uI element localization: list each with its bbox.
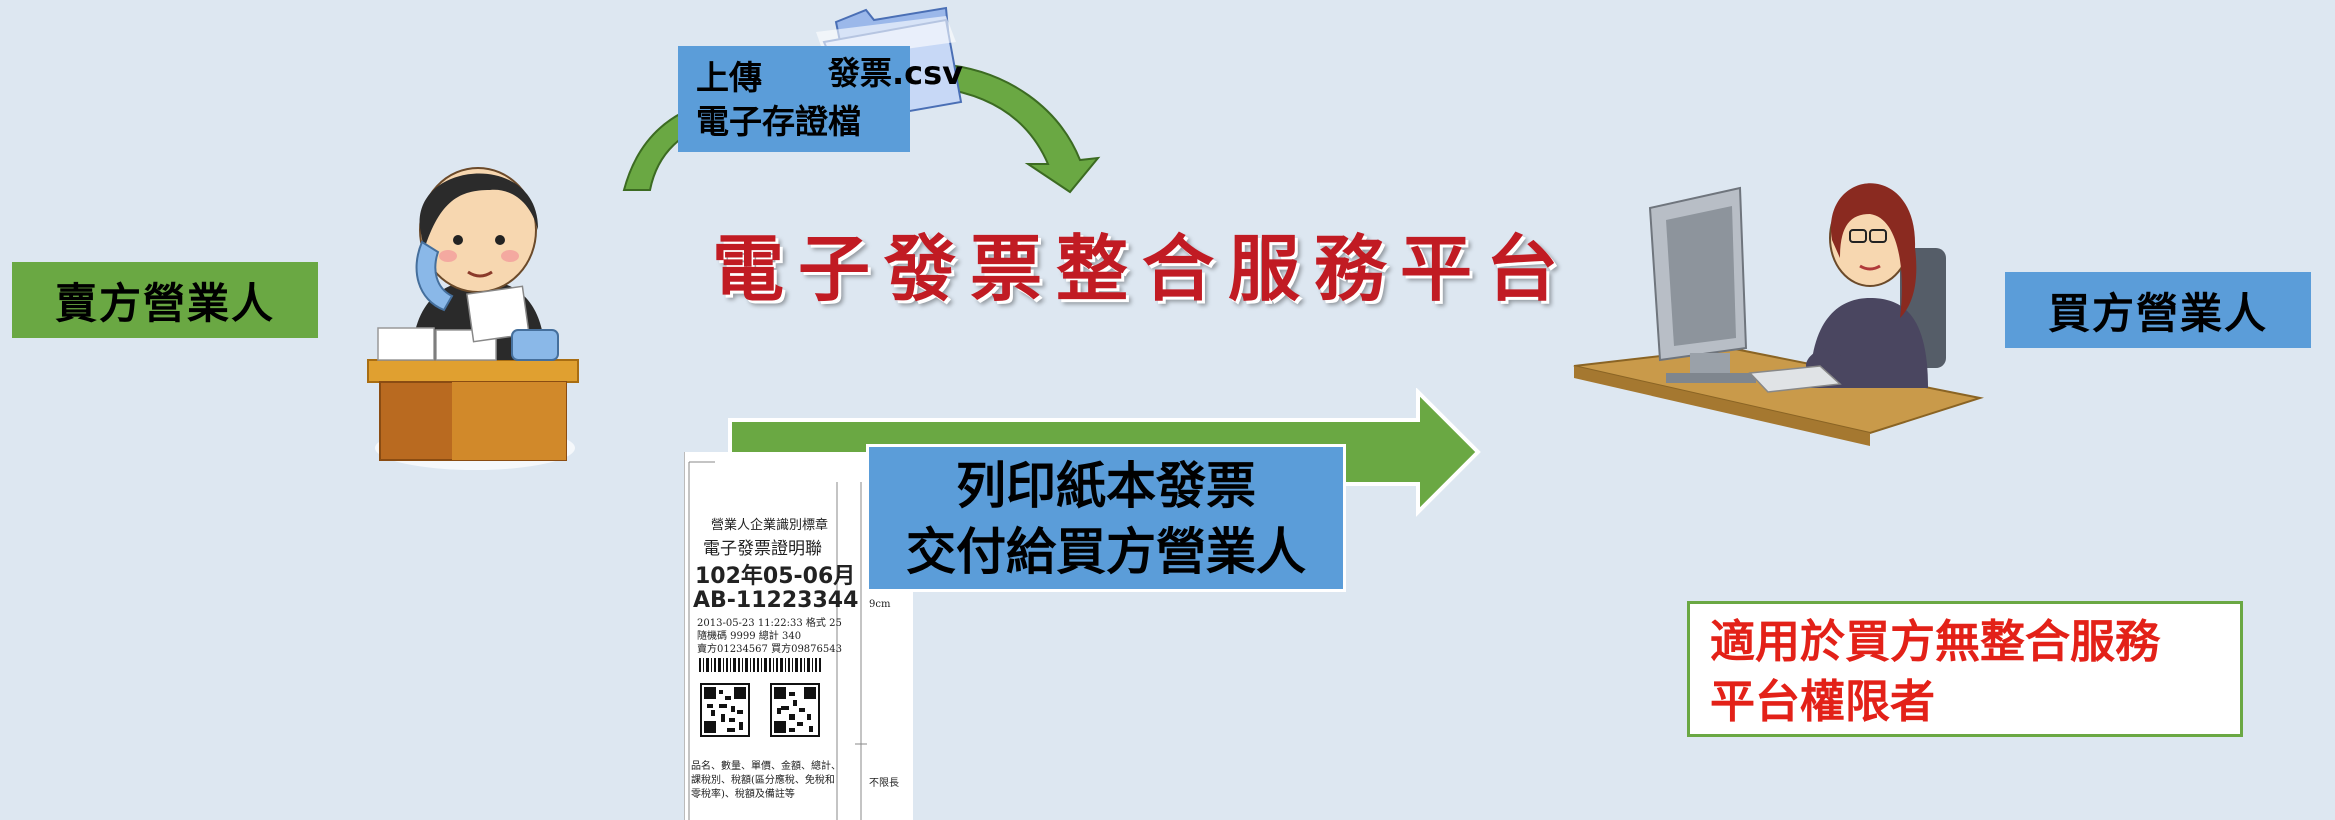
receipt-company: 營業人企業識別標章 (711, 518, 829, 533)
applicability-note: 適用於買方無整合服務 平台權限者 (1687, 601, 2243, 737)
seller-illustration (367, 167, 579, 470)
receipt-length-note: 不限長 (869, 778, 899, 789)
receipt-items-note: 品名、數量、單價、金額、總計、課稅別、稅額(區分應稅、免稅和零稅率)、稅額及備註… (691, 761, 841, 800)
receipt-datetime: 2013-05-23 11:22:33 格式 25 (697, 618, 842, 629)
receipt-period: 102年05-06月 (695, 564, 856, 589)
seller-label: 賣方營業人 (12, 262, 318, 338)
upload-line-2: 電子存證檔 (696, 102, 861, 141)
platform-title: 電子發票整合服務平台 (712, 226, 1573, 311)
qr-code-right (770, 683, 820, 737)
receipt-title: 電子發票證明聯 (703, 539, 822, 559)
note-line-2: 平台權限者 (1710, 675, 1936, 728)
csv-file-label: 發票.csv (828, 54, 964, 92)
receipt-number: AB-11223344 (693, 588, 859, 613)
receipt-random-code: 隨機碼 9999 總計 340 (697, 631, 802, 642)
print-line-2: 交付給買方營業人 (906, 523, 1306, 581)
qr-code-left (700, 683, 750, 737)
print-invoice-box: 列印紙本發票 交付給買方營業人 (866, 444, 1346, 592)
buyer-illustration (1573, 183, 1984, 446)
receipt-ids: 賣方01234567 買方09876543 (697, 644, 842, 655)
upload-line-1: 上傳 (696, 58, 762, 97)
receipt-rules (688, 461, 867, 820)
buyer-label: 買方營業人 (2005, 272, 2311, 348)
receipt-width-label: 9cm (869, 599, 891, 610)
print-line-1: 列印紙本發票 (956, 457, 1256, 515)
receipt-sample: 營業人企業識別標章 電子發票證明聯 102年05-06月 AB-11223344… (684, 452, 913, 820)
barcode (699, 658, 821, 672)
upload-evidence-box: 上傳 電子存證檔 (678, 46, 910, 152)
note-line-1: 適用於買方無整合服務 (1710, 615, 2161, 668)
